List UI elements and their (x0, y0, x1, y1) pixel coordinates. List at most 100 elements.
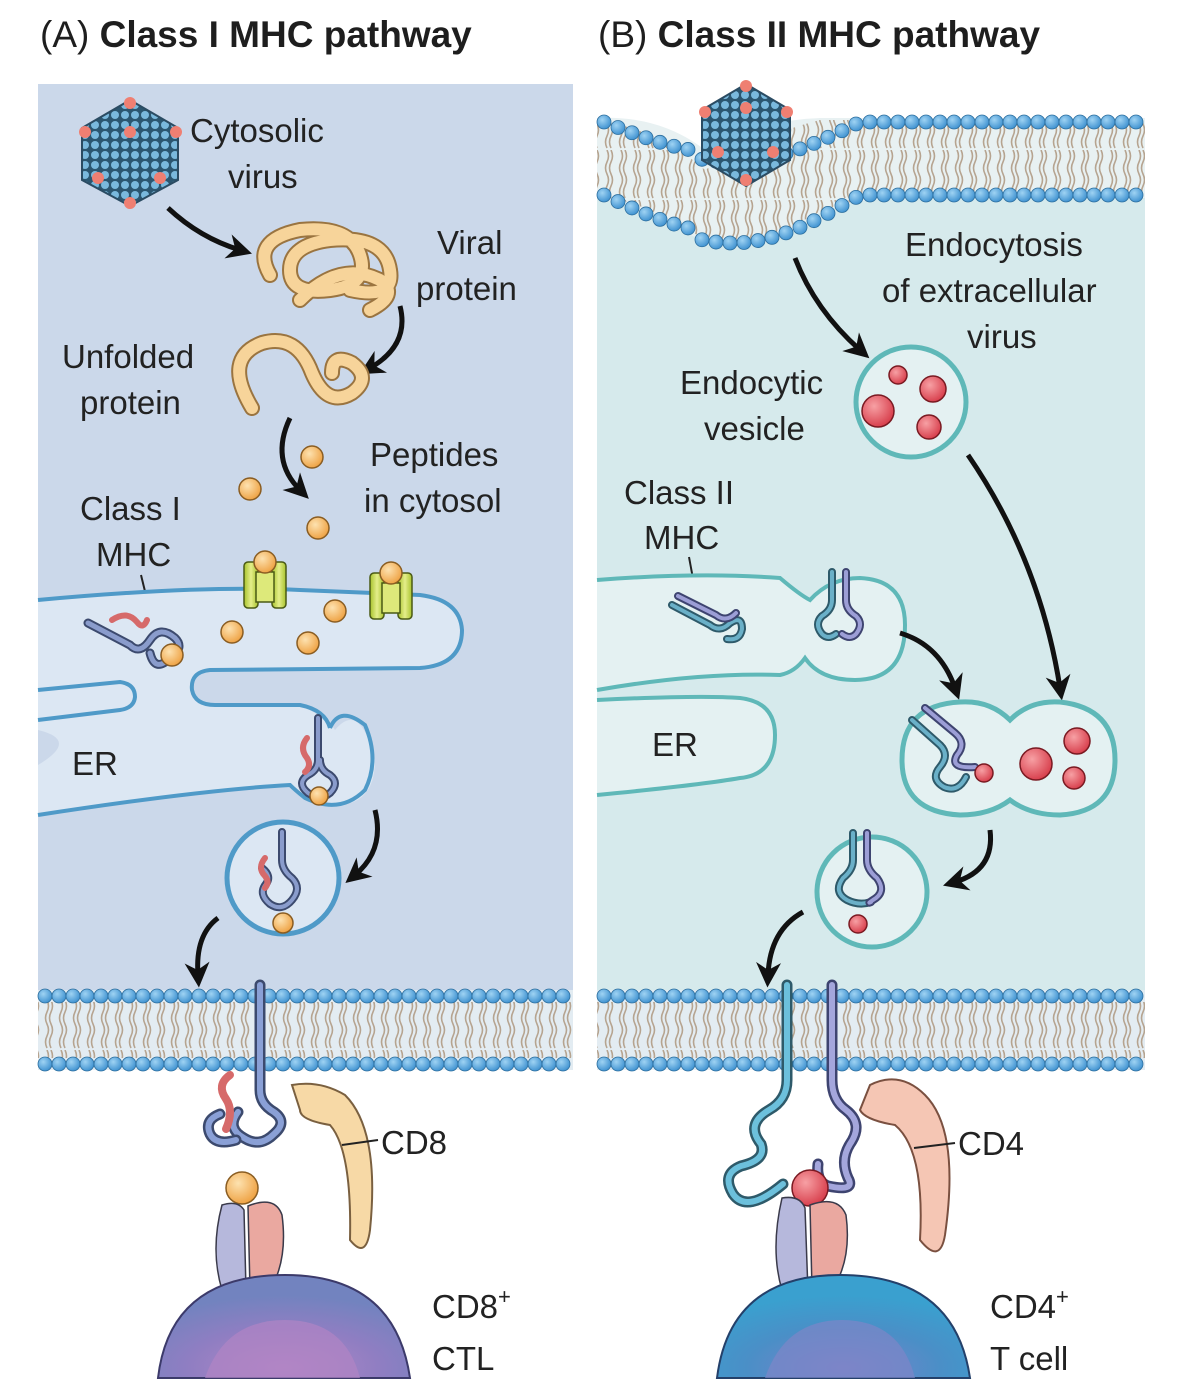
label-viral: Viral (437, 224, 502, 261)
lipid-head (820, 129, 836, 145)
lipid-head (596, 988, 612, 1004)
lipid-head (652, 988, 668, 1004)
lipid-head (904, 1056, 920, 1072)
lipid-head (345, 988, 361, 1004)
lipid-head (415, 1056, 431, 1072)
lipid-head (317, 1056, 333, 1072)
panel-a-prefix: (A) (40, 14, 90, 55)
panel-a-heading: Class I MHC pathway (99, 14, 472, 55)
lipid-head (1030, 187, 1046, 203)
lipid-head (471, 1056, 487, 1072)
lipid-head (666, 1056, 682, 1072)
tap-transporter-icon (369, 561, 413, 620)
label-peptides: Peptides (370, 436, 498, 473)
lipid-head (988, 114, 1004, 130)
lipid-head (1086, 1056, 1102, 1072)
lipid-head (918, 1056, 934, 1072)
lipid-head (359, 988, 375, 1004)
lipid-head (974, 1056, 990, 1072)
arrow-fusion-to-vesicle (943, 829, 994, 891)
lipid-head (848, 116, 864, 132)
lipid-head (708, 1056, 724, 1072)
fused-vesicle (899, 699, 1118, 818)
lipid-head (820, 205, 836, 221)
arrow-vesicle-to-fusion (965, 453, 1071, 701)
label-vesicle: vesicle (704, 410, 805, 447)
lipid-head (778, 225, 794, 241)
lipid-head (1114, 187, 1130, 203)
lipid-head (401, 1056, 417, 1072)
lipid-head (1128, 187, 1144, 203)
lipid-head (1058, 988, 1074, 1004)
lipid-head (485, 988, 501, 1004)
cytosol-peptides (238, 445, 330, 540)
lipid-head (1114, 1056, 1130, 1072)
lipid-head (191, 1056, 207, 1072)
lipid-head (79, 1056, 95, 1072)
lipid-head (65, 1056, 81, 1072)
lipid-head (93, 1056, 109, 1072)
lipid-head (722, 1056, 738, 1072)
cytosolic-virus-icon (79, 97, 182, 209)
lipid-head (233, 988, 249, 1004)
lipid-head (862, 988, 878, 1004)
label-in-cytosol: in cytosol (364, 482, 502, 519)
peptide (296, 631, 320, 655)
lipid-head (666, 138, 682, 154)
lipid-head (541, 988, 557, 1004)
lipid-head (792, 1056, 808, 1072)
lipid-head (1072, 988, 1088, 1004)
lipid-head (694, 1056, 710, 1072)
label-t-cell: T cell (990, 1340, 1068, 1377)
label-unfolded-protein: protein (80, 384, 181, 421)
lipid-head (960, 114, 976, 130)
lipid-head (610, 120, 626, 135)
lipid-head (764, 229, 780, 245)
lipid-head (876, 187, 892, 203)
tcr-icon (215, 1201, 285, 1296)
lipid-head (429, 1056, 445, 1072)
lipid-head (610, 988, 626, 1004)
label-er-b: ER (652, 726, 698, 763)
lipid-head (764, 988, 780, 1004)
lipid-head (1044, 114, 1060, 130)
lipid-head (163, 988, 179, 1004)
lipid-head (890, 1056, 906, 1072)
lipid-head (974, 114, 990, 130)
lipid-head (890, 114, 906, 130)
lipid-head (848, 1056, 864, 1072)
lipid-head (177, 1056, 193, 1072)
label-cd4plus: CD4+ (990, 1284, 1069, 1325)
lipid-head (275, 988, 291, 1004)
lipid-head (177, 988, 193, 1004)
lipid-head (1016, 988, 1032, 1004)
transport-vesicle-a (224, 819, 342, 937)
endocytic-vesicle (853, 344, 969, 460)
peptide (238, 477, 262, 501)
lipid-head (289, 1056, 305, 1072)
lipid-head (163, 1056, 179, 1072)
lipid-head (1044, 1056, 1060, 1072)
panel-b: Endocytosis of extracellular virus Endoc… (596, 80, 1145, 1379)
lipid-head (1100, 1056, 1116, 1072)
lipid-head (121, 988, 137, 1004)
lipid-head (387, 988, 403, 1004)
lipid-head (946, 114, 962, 130)
lipid-head (680, 988, 696, 1004)
lipid-head (1100, 187, 1116, 203)
lipid-head (1100, 988, 1116, 1004)
lipid-head (1128, 988, 1144, 1004)
lipid-head (722, 988, 738, 1004)
tap-transporter-icon (243, 550, 287, 609)
arrow-virus-to-protein (166, 206, 252, 259)
lipid-head (1114, 114, 1130, 130)
lipid-head (457, 1056, 473, 1072)
lipid-head (1044, 988, 1060, 1004)
plasma-membrane-a (37, 988, 573, 1072)
panel-a-title: (A) Class I MHC pathway (40, 14, 472, 56)
antigen-fragment (974, 763, 994, 783)
lipid-head (974, 187, 990, 203)
lipid-head (1128, 1056, 1144, 1072)
lipid-head (806, 1056, 822, 1072)
lipid-head (596, 187, 612, 203)
